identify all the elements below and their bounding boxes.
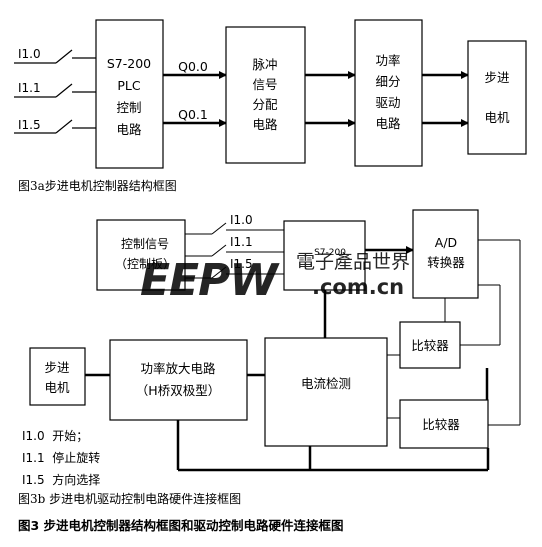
comparator-2-label: 比较器 xyxy=(422,417,460,432)
caption-b: 图3b 步进电机驱动控制电路硬件连接框图 xyxy=(18,491,241,506)
input-label-a-3: I1.5 xyxy=(18,118,41,132)
output-label-q00: Q0.0 xyxy=(178,59,208,74)
current-box xyxy=(264,337,388,447)
motor-b-line-1: 步进 xyxy=(44,360,70,375)
motor-box-b xyxy=(29,347,86,406)
signal-box xyxy=(96,219,186,291)
pulse-box xyxy=(225,26,306,164)
output-label-q01: Q0.1 xyxy=(178,107,208,122)
plc-box xyxy=(95,19,164,169)
eepw-watermark: EEPW 電子產品世界 .com.cn xyxy=(140,251,410,306)
pulse-line-2: 信号 xyxy=(252,77,277,92)
input-label-a-2: I1.1 xyxy=(18,81,41,95)
motor-box-a xyxy=(467,40,527,155)
input-label-b-1: I1.0 xyxy=(230,213,253,227)
amp-line-2: （H桥双极型） xyxy=(136,383,220,398)
watermark-logo: EEPW xyxy=(140,255,280,306)
caption-a: 图3a步进电机控制器结构框图 xyxy=(18,178,177,193)
wiring-b xyxy=(185,222,521,426)
amp-line-1: 功率放大电路 xyxy=(140,361,216,376)
pulse-line-1: 脉冲 xyxy=(252,57,277,72)
input-label-a-1: I1.0 xyxy=(18,47,41,61)
comparator-1-label: 比较器 xyxy=(411,338,449,353)
legend-line-2: I1.1 停止旋转 xyxy=(22,450,100,465)
pulse-line-3: 分配 xyxy=(252,97,278,112)
comparator-box-2 xyxy=(399,399,489,449)
driver-line-3: 驱动 xyxy=(375,95,400,110)
bus-lines-b xyxy=(85,290,490,472)
ad-line-1: A/D xyxy=(435,235,457,250)
plc-b-label: S7-200 xyxy=(314,248,346,258)
ad-box xyxy=(412,209,479,299)
input-switches-a xyxy=(14,49,96,134)
plc-line-4: 电路 xyxy=(116,122,142,137)
signal-line-2: （控制板） xyxy=(115,257,175,271)
input-label-b-3: I1.5 xyxy=(230,257,253,271)
main-caption: 图3 步进电机控制器结构框图和驱动控制电路硬件连接框图 xyxy=(18,518,344,533)
plc-line-3: 控制 xyxy=(116,100,141,115)
figure-b: 控制信号 （控制板） I1.0 I1.1 I1.5 S7-200 A/D 转换器… xyxy=(18,209,521,506)
motor-b-line-2: 电机 xyxy=(44,380,70,395)
signal-line-1: 控制信号 xyxy=(121,237,169,251)
input-label-b-2: I1.1 xyxy=(230,235,253,249)
driver-box xyxy=(354,19,423,167)
current-label: 电流检测 xyxy=(301,376,351,391)
pulse-line-4: 电路 xyxy=(252,117,278,132)
watermark-url: .com.cn xyxy=(312,275,404,299)
motor-a-line-1: 步进 xyxy=(484,70,510,85)
watermark-cn: 電子產品世界 xyxy=(296,251,410,273)
legend-line-3: I1.5 方向选择 xyxy=(22,472,100,487)
driver-line-4: 电路 xyxy=(375,116,401,131)
comparator-box-1 xyxy=(399,321,461,369)
ad-line-2: 转换器 xyxy=(427,255,465,270)
driver-line-2: 细分 xyxy=(375,74,400,89)
plc-line-1: S7-200 xyxy=(107,56,151,71)
figure-a: I1.0 I1.1 I1.5 S7-200 PLC 控制 电路 Q0.0 Q0.… xyxy=(14,19,527,193)
plc-box-b xyxy=(283,220,366,291)
driver-line-1: 功率 xyxy=(375,53,400,68)
legend-line-1: I1.0 开始； xyxy=(22,429,88,443)
motor-a-line-2: 电机 xyxy=(484,110,510,125)
plc-line-2: PLC xyxy=(117,78,141,93)
amp-box xyxy=(109,339,248,421)
